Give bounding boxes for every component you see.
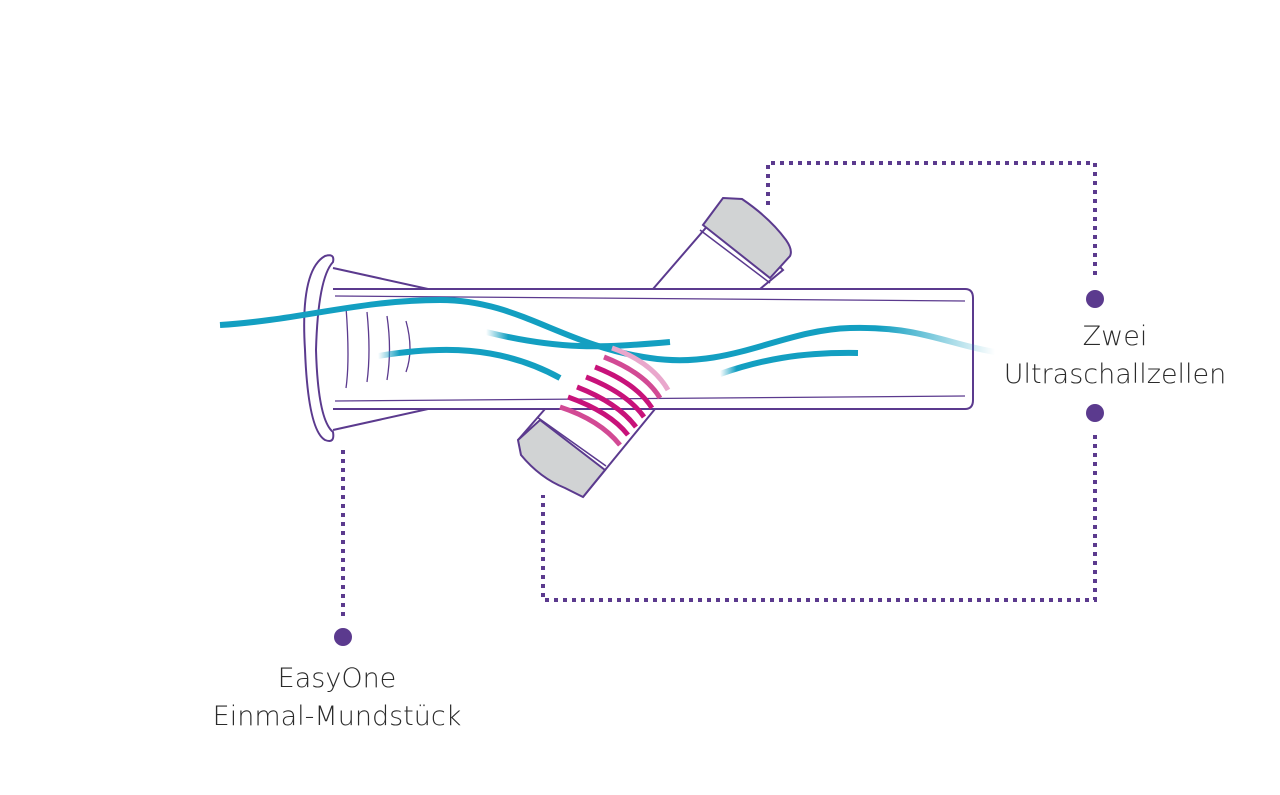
ultrasound-cell-bottom <box>516 408 656 499</box>
air-flow <box>219 296 996 381</box>
label-line: EasyOne <box>277 663 397 694</box>
flow-tube <box>332 267 974 431</box>
label-line: Ultraschallzellen <box>1003 359 1227 390</box>
label-line: Einmal-Mundstück <box>212 701 462 732</box>
ultrasound-waves <box>559 345 671 447</box>
label-ultrasound-cells: Zwei Ultraschallzellen <box>990 318 1240 394</box>
marker-dot <box>1086 404 1104 422</box>
marker-dot <box>1086 290 1104 308</box>
mouthpiece <box>303 254 411 442</box>
label-line: Zwei <box>1082 321 1148 352</box>
connector-lines <box>341 161 1097 618</box>
ultrasound-cell-top <box>650 196 792 290</box>
label-mouthpiece: EasyOne Einmal-Mundstück <box>187 660 487 736</box>
marker-dot <box>334 628 352 646</box>
